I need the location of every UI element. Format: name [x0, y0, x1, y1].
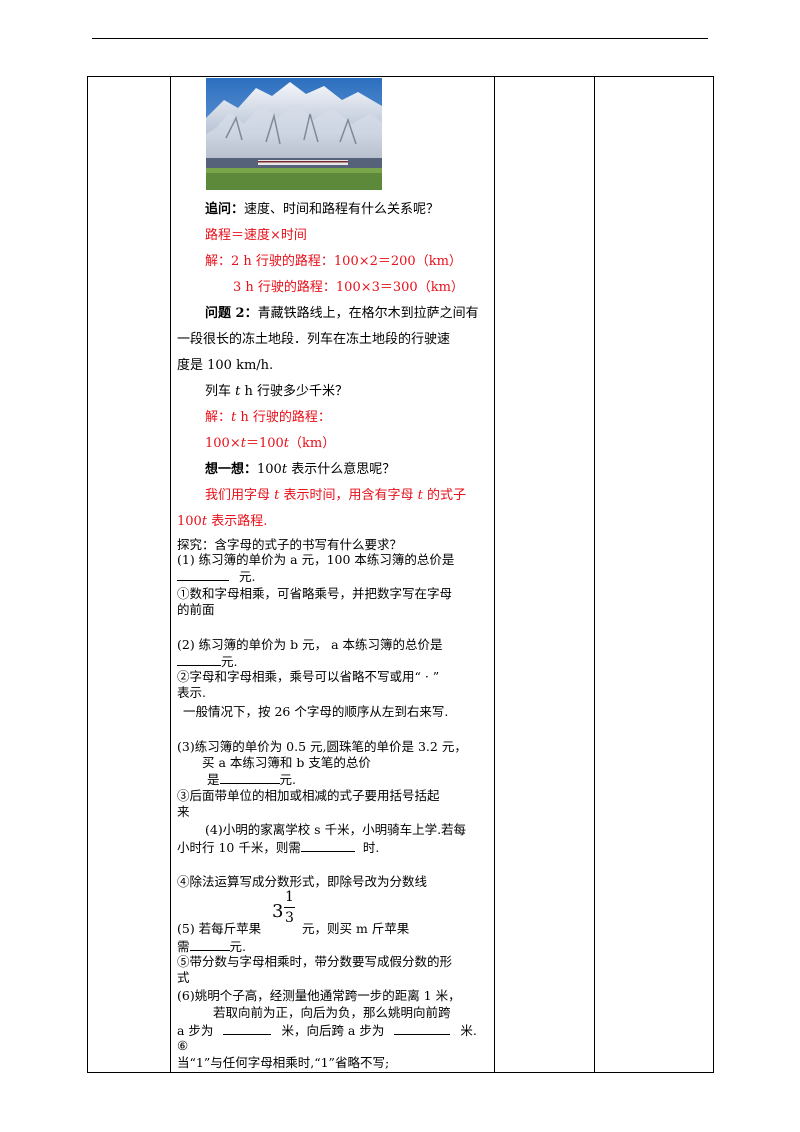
exercise-line: (5) 若每斤苹果 — [177, 921, 262, 936]
answer-blank[interactable] — [223, 1022, 272, 1035]
explore-heading: 探究：含字母的式子的书写有什么要求？ — [177, 537, 403, 552]
problem-2-line: 度是 100 km/h. — [177, 358, 274, 373]
solution-line: 3 h 行驶的路程：100×3＝300（km） — [233, 280, 464, 295]
exercise-line: 若取向前为正，向后为负，那么姚明向前跨 — [213, 1005, 451, 1020]
exercise-line: 元. — [177, 568, 255, 584]
problem-2-line: 问题 2：青藏铁路线上，在格尔木到拉萨之间有 — [205, 306, 479, 321]
problem-2-line: 一段很长的冻土地段．列车在冻土地段的行驶速 — [177, 332, 451, 347]
exercise-line: (1) 练习簿的单价为 a 元，100 本练习簿的总价是 — [177, 552, 455, 567]
rule-line: ②字母和字母相乘，乘号可以省略不写或用“ · ” — [177, 669, 440, 684]
exercise-line: 元，则买 m 斤苹果 — [302, 921, 410, 936]
rule-line: ④除法运算写成分数形式，即除号改为分数线 — [177, 874, 428, 889]
table-column-divider — [494, 76, 495, 1073]
exercise-line: 买 a 本练习簿和 b 支笔的总价 — [202, 755, 371, 770]
exercise-line: 是元. — [207, 771, 296, 787]
exercise-line: a 步为米，向后跨 a 步为米. — [177, 1022, 477, 1038]
exercise-line: (4)小明的家离学校 s 千米，小明骑车上学.若每 — [205, 822, 467, 837]
fraction-numerator: 1 — [285, 889, 294, 905]
formula-line: 路程＝速度×时间 — [205, 228, 307, 243]
exercise-line: (3)练习簿的单价为 0.5 元,圆珠笔的单价是 3.2 元， — [177, 739, 467, 754]
exercise-line: 元. — [177, 653, 237, 669]
rule-marker: ⑥ — [177, 1038, 189, 1053]
answer-blank[interactable] — [394, 1022, 451, 1035]
exercise-line: (6)姚明个子高，经测量他通常跨一步的距离 1 米， — [177, 988, 461, 1003]
rule-line: 的前面 — [177, 602, 215, 617]
table-column-divider — [170, 76, 171, 1073]
header-rule — [92, 38, 708, 39]
table-column-divider — [594, 76, 595, 1073]
answer-line: 100t 表示路程. — [177, 514, 268, 529]
solution-line: 100×t＝100t（km） — [205, 436, 336, 451]
answer-blank[interactable] — [177, 653, 221, 666]
mixed-fraction-whole: 3 — [272, 901, 284, 922]
rule-line: ③后面带单位的相加或相减的式子要用括号括起 — [177, 788, 440, 803]
fraction-denominator: 3 — [285, 910, 294, 926]
answer-line: 我们用字母 t 表示时间，用含有字母 t 的式子 — [205, 488, 467, 503]
exercise-line: 小时行 10 千米，则需时. — [177, 839, 380, 855]
solution-line: 解：t h 行驶的路程： — [205, 410, 331, 425]
lesson-content-cell: 追问：速度、时间和路程有什么关系呢？ 路程＝速度×时间 解：2 h 行驶的路程：… — [172, 76, 494, 1073]
question-line: 列车 t h 行驶多少千米？ — [205, 384, 349, 399]
solution-line: 解：2 h 行驶的路程：100×2＝200（km） — [205, 254, 462, 269]
answer-blank[interactable] — [189, 938, 230, 951]
rule-line: ⑤带分数与字母相乘时，带分数要写成假分数的形 — [177, 954, 453, 969]
fraction-bar — [284, 907, 295, 908]
answer-blank[interactable] — [219, 771, 280, 784]
qinghai-tibet-railway-photo — [206, 78, 382, 190]
rule-line: 来 — [177, 804, 190, 819]
rule-line: 当“1”与任何字母相乘时,“1”省略不写; — [177, 1055, 390, 1070]
exercise-line: (2) 练习簿的单价为 b 元， a 本练习簿的总价是 — [177, 637, 443, 652]
exercise-line: 需元. — [177, 938, 246, 954]
answer-blank[interactable] — [177, 568, 229, 581]
rule-line: ①数和字母相乘，可省略乘号，并把数字写在字母 — [177, 586, 453, 601]
rule-line: 式 — [177, 970, 190, 985]
lesson-table — [87, 76, 714, 1073]
think-prompt: 想一想：100t 表示什么意思呢？ — [205, 462, 396, 477]
follow-up-question: 追问：速度、时间和路程有什么关系呢？ — [205, 202, 440, 217]
rule-line: 一般情况下，按 26 个字母的顺序从左到右来写. — [183, 704, 449, 719]
answer-blank[interactable] — [300, 839, 355, 852]
rule-line: 表示. — [177, 685, 206, 700]
